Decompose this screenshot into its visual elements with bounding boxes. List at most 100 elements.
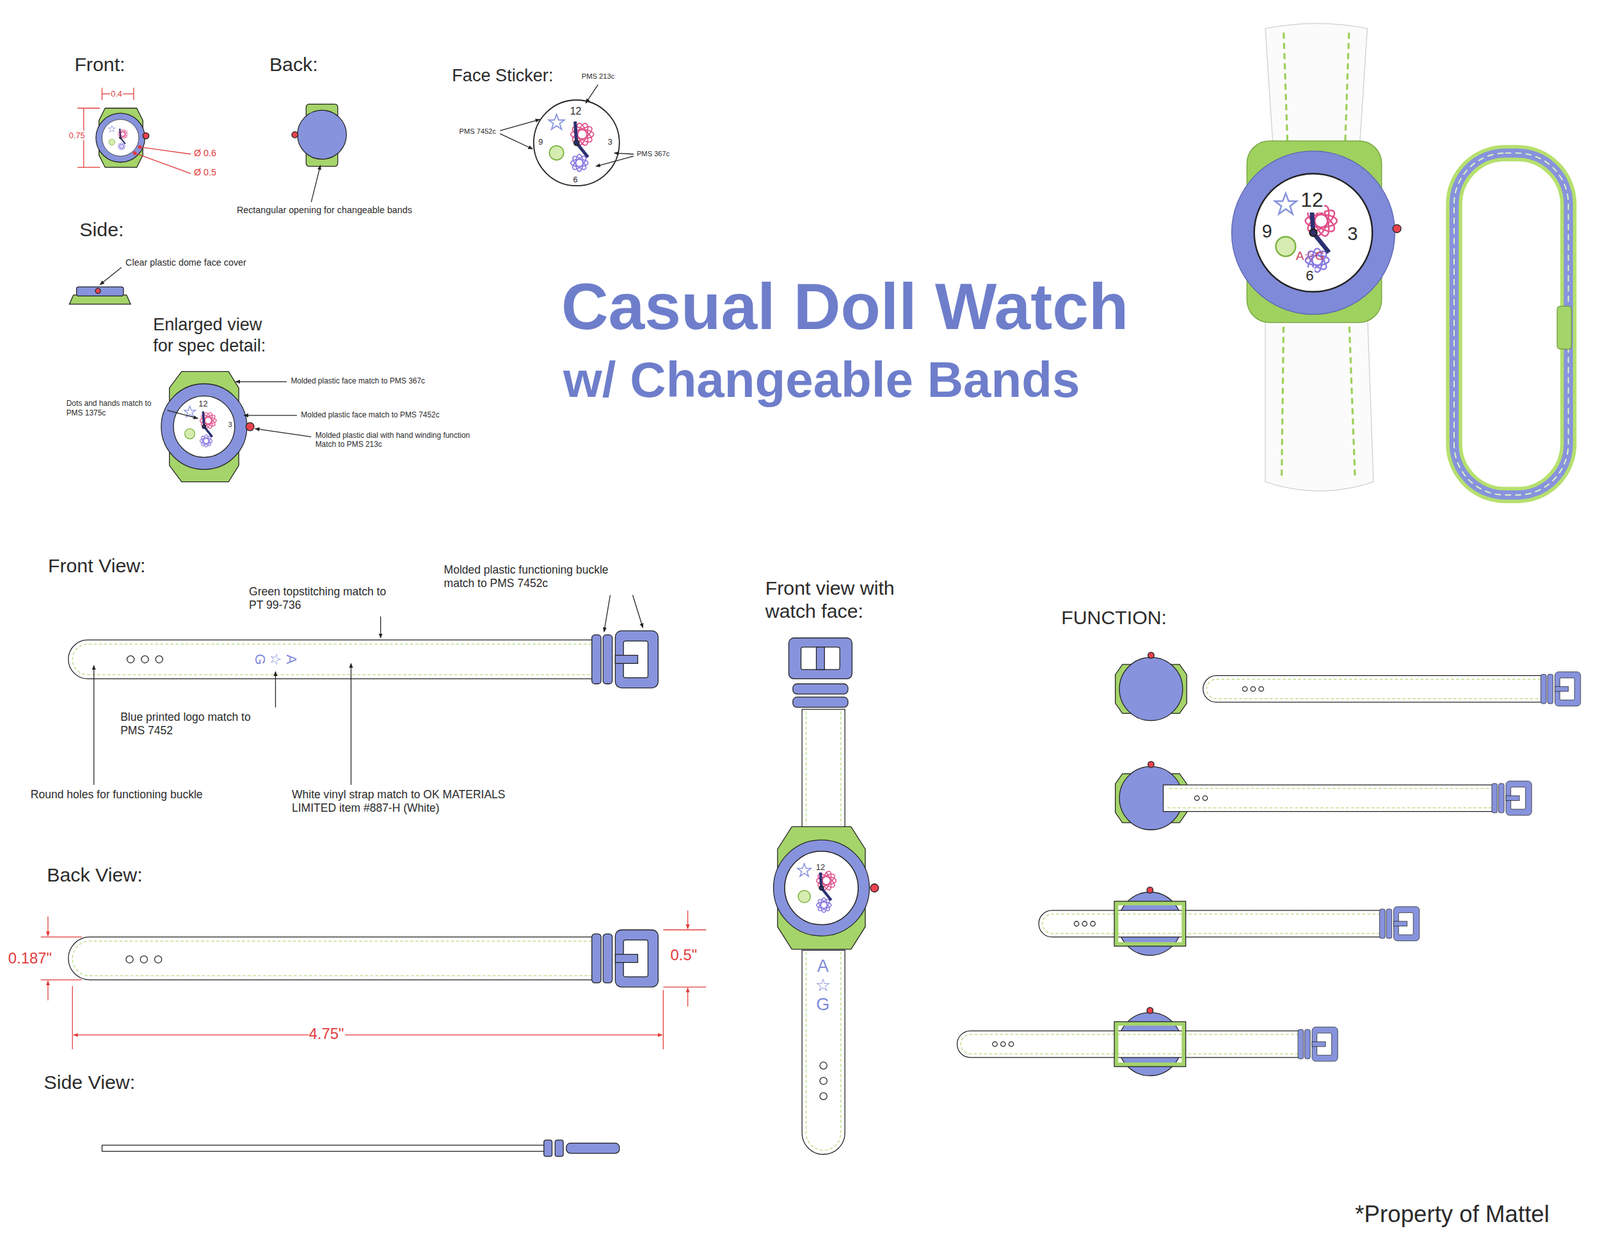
dimension-line	[663, 990, 664, 1049]
strap-front-view	[155, 655, 163, 663]
function-step	[1202, 795, 1208, 800]
function-step	[1206, 679, 1541, 699]
callout-note: Molded plastic functioning buckle match …	[444, 563, 628, 591]
callout-note: Green topstitching match to PT 99-736	[248, 584, 397, 612]
dial-numeral: 12	[815, 862, 826, 872]
product-photo	[1231, 23, 1572, 496]
watch-with-strap	[819, 1092, 827, 1100]
watch-with-strap	[801, 949, 845, 1154]
watch-enlarged	[173, 396, 235, 458]
leader-line	[585, 84, 598, 104]
strap-back-view	[592, 929, 659, 987]
dimension-line	[40, 936, 82, 937]
function-step	[1194, 795, 1200, 800]
function-step	[957, 1030, 1302, 1057]
leader-line	[595, 156, 634, 167]
callout-note: Dots and hands match to PMS 1375c	[66, 398, 165, 418]
dial-numeral: 3	[607, 136, 614, 147]
view-heading: Front:	[74, 53, 125, 77]
leader-line	[311, 165, 320, 202]
view-heading: Back:	[269, 53, 319, 77]
view-heading: Front View:	[48, 554, 146, 578]
dimension-label: 4.75"	[308, 1024, 345, 1044]
strap-front-view	[141, 655, 149, 663]
color-callout: PMS 367c	[636, 149, 670, 159]
strap-back-view	[68, 929, 659, 987]
strap-front-view	[72, 643, 592, 675]
function-step	[1167, 788, 1494, 808]
dimension-line	[72, 985, 73, 1049]
dial-numeral: 3	[227, 420, 233, 429]
function-step	[1115, 652, 1581, 721]
watch-back	[297, 110, 347, 160]
watch-with-strap	[819, 1077, 827, 1085]
function-step	[1090, 920, 1096, 926]
leader-line	[167, 410, 198, 419]
watch-with-strap	[816, 647, 825, 670]
dimension-label: 0.187"	[8, 949, 52, 968]
strap-side-view	[101, 1144, 548, 1152]
strap-back-view	[126, 955, 134, 963]
callout-note: Rectangular opening for changeable bands	[236, 204, 413, 216]
dimension-line	[663, 929, 706, 930]
leader-line	[243, 414, 297, 416]
watch-side	[95, 288, 101, 294]
leader-line	[380, 616, 381, 638]
watch-with-strap	[806, 711, 841, 825]
leader-line	[499, 84, 634, 167]
product-photo	[1283, 32, 1350, 152]
watch-front-small	[96, 113, 146, 163]
watch-with-strap	[784, 851, 859, 925]
function-step	[1146, 887, 1154, 894]
leader-line	[94, 595, 644, 786]
dimension-line	[73, 1034, 663, 1035]
function-step	[1115, 760, 1533, 830]
product-photo	[1265, 311, 1374, 491]
dial-numeral: 12	[569, 104, 583, 118]
product-photo	[1454, 152, 1569, 495]
function-step	[1116, 1023, 1184, 1065]
product-photo	[1454, 152, 1569, 495]
face-sticker	[533, 99, 620, 186]
logo-text: A☆G	[814, 956, 832, 1014]
view-heading: Face Sticker:	[451, 65, 553, 87]
leader-line	[255, 428, 312, 438]
leader-line	[604, 595, 611, 632]
watch-front-small	[101, 119, 139, 157]
product-photo	[1254, 173, 1373, 292]
drawing-layer	[40, 23, 1581, 1157]
function-step	[1146, 1007, 1154, 1014]
dimension-label: Ø 0.6	[193, 147, 217, 159]
main-title: Casual Doll Watch	[561, 267, 1129, 346]
view-heading: Front view with watch face:	[765, 576, 934, 624]
function-step	[1250, 686, 1256, 692]
dimension-line	[40, 910, 707, 1049]
view-heading: Enlarged view for spec detail:	[152, 314, 278, 356]
strap-back-view	[140, 955, 148, 963]
dimension-line	[139, 147, 191, 155]
strap-side-view	[101, 1139, 619, 1157]
dimension-label: Ø 0.5	[193, 167, 217, 178]
function-step	[1114, 901, 1186, 946]
function-step	[960, 1034, 1300, 1054]
function-step	[1038, 910, 1383, 937]
watch-back	[291, 131, 299, 139]
color-callout: PMS 7452c	[458, 127, 496, 136]
watch-with-strap	[819, 1061, 827, 1069]
logo-text: A☆G	[1296, 248, 1325, 264]
strap-front-view	[127, 655, 135, 663]
leader-line	[167, 381, 312, 437]
leader-line	[350, 663, 352, 785]
watch-front-small	[96, 108, 150, 168]
dimension-line	[47, 916, 48, 936]
watch-with-strap	[788, 637, 852, 679]
watch-with-strap	[792, 696, 848, 708]
leader-line	[99, 267, 121, 285]
function-step	[992, 1041, 998, 1046]
dimension-label: 0.4	[110, 88, 123, 99]
product-photo	[1392, 224, 1401, 233]
callout-note: Blue printed logo match to PMS 7452	[120, 710, 269, 738]
function-step	[1042, 913, 1382, 934]
watch-with-strap	[801, 647, 841, 670]
